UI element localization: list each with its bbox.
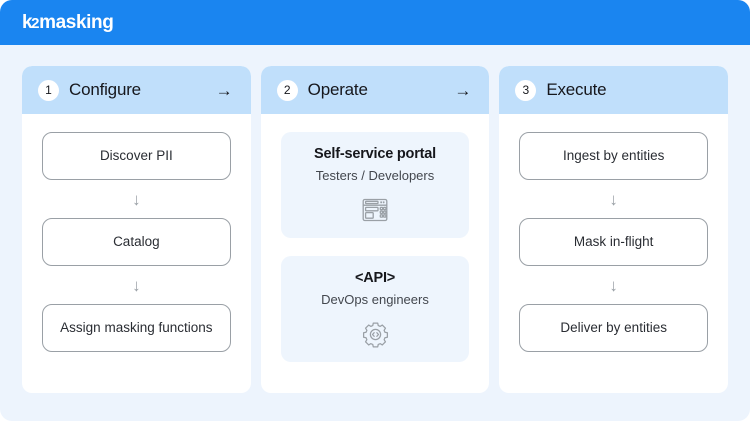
- column-body-execute: Ingest by entities ↓ Mask in-flight ↓ De…: [499, 114, 728, 393]
- arrow-down-icon: ↓: [609, 275, 618, 295]
- column-header-execute: 3 Execute →: [499, 66, 729, 114]
- arrow-down-icon: ↓: [132, 189, 141, 209]
- flow-box-ingest-by-entities[interactable]: Ingest by entities: [519, 132, 709, 180]
- logo-word-masking: masking: [39, 11, 114, 33]
- flow-box-deliver-by-entities[interactable]: Deliver by entities: [519, 304, 709, 352]
- column-execute: 3 Execute → Ingest by entities ↓ Mask in…: [499, 66, 729, 393]
- flow-box-discover-pii[interactable]: Discover PII: [42, 132, 231, 180]
- column-body-operate: Self-service portal Testers / Developers: [261, 114, 490, 393]
- flow-box-mask-in-flight[interactable]: Mask in-flight: [519, 218, 709, 266]
- column-configure: 1 Configure → Discover PII ↓ Catalog ↓ A…: [22, 66, 251, 393]
- column-title-configure: Configure: [69, 80, 141, 99]
- logo-letter-k: k: [22, 11, 33, 33]
- step-badge-1: 1: [38, 79, 59, 101]
- column-header-operate: 2 Operate →: [260, 66, 490, 114]
- card-api[interactable]: <API> DevOps engineers: [280, 256, 470, 362]
- step-badge-3: 3: [515, 79, 537, 101]
- gear-code-icon: [361, 320, 389, 348]
- card-subtitle-devops-engineers: DevOps engineers: [321, 292, 429, 307]
- flow-box-assign-masking-functions[interactable]: Assign masking functions: [42, 304, 231, 352]
- logo-digit-2: 2: [31, 14, 40, 32]
- arrow-down-icon: ↓: [609, 189, 618, 209]
- column-body-configure: Discover PII ↓ Catalog ↓ Assign masking …: [22, 114, 251, 393]
- arrow-down-icon: ↓: [132, 275, 141, 295]
- card-subtitle-testers-developers: Testers / Developers: [315, 168, 435, 183]
- step-badge-2: 2: [276, 79, 298, 101]
- arrow-right-icon-1: →: [215, 80, 233, 100]
- column-header-configure: 1 Configure →: [22, 66, 251, 114]
- dashboard-icon: [361, 196, 389, 224]
- arrow-right-icon-2: →: [454, 80, 472, 100]
- process-columns: 1 Configure → Discover PII ↓ Catalog ↓ A…: [22, 66, 729, 393]
- card-title-api: <API>: [354, 270, 396, 286]
- card-title-self-service-portal: Self-service portal: [314, 146, 436, 162]
- column-title-execute: Execute: [546, 80, 607, 99]
- column-operate: 2 Operate → Self-service portal Testers …: [260, 66, 490, 393]
- card-self-service-portal[interactable]: Self-service portal Testers / Developers: [280, 132, 470, 238]
- flow-box-catalog[interactable]: Catalog: [42, 218, 231, 266]
- column-title-operate: Operate: [307, 80, 368, 99]
